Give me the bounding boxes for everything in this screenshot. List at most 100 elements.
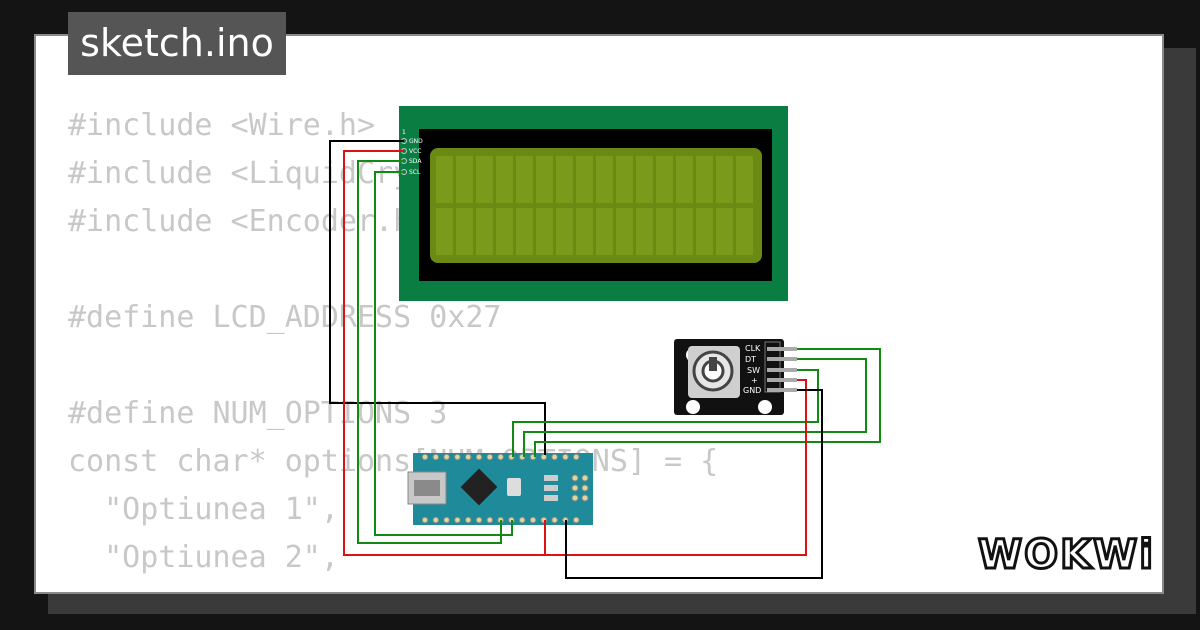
lcd-character-cell (736, 208, 753, 255)
lcd-character-cell (516, 208, 533, 255)
wire-encoder-vcc[interactable] (545, 379, 807, 556)
page-title: sketch.ino (68, 12, 286, 75)
arduino-pin[interactable] (432, 516, 440, 524)
wire-encoder-gnd[interactable] (565, 389, 823, 579)
arduino-pin[interactable] (572, 453, 580, 461)
wire-lcd-scl[interactable] (374, 171, 513, 536)
arduino-top-pins (421, 453, 580, 461)
encoder-pin-label: CLK (745, 344, 761, 353)
arduino-pin[interactable] (529, 516, 537, 524)
arduino-pin[interactable] (486, 516, 494, 524)
wire-encoder-clk[interactable] (534, 348, 881, 457)
code-line: #define NUM_OPTIONS 3 (68, 396, 448, 431)
arduino-pin[interactable] (497, 453, 504, 461)
lcd-character-cell (616, 156, 633, 203)
lcd-character-cell (436, 208, 453, 255)
wokwi-logo: WOKWi (978, 532, 1155, 578)
lcd-grid (436, 156, 753, 255)
icsp-pin (571, 494, 579, 502)
arduino-pin[interactable] (562, 453, 569, 461)
arduino-pin[interactable] (540, 453, 548, 461)
lcd-character-cell (576, 156, 593, 203)
lcd-character-cell (536, 156, 553, 203)
encoder-pin-dt[interactable] (767, 357, 797, 361)
arduino-pin[interactable] (486, 453, 494, 461)
encoder-pin-sw[interactable] (767, 368, 797, 372)
lcd-character-cell (716, 208, 733, 255)
arduino-pin[interactable] (464, 516, 472, 524)
wire-lcd-gnd[interactable] (329, 140, 546, 455)
led (544, 475, 558, 481)
lcd-character-cell (456, 156, 473, 203)
encoder-shaft-flat (709, 357, 717, 371)
wire-encoder-sw[interactable] (512, 369, 819, 457)
lcd-character-cell (556, 208, 573, 255)
lcd-character-cell (496, 156, 513, 203)
encoder-mount-hole (686, 400, 700, 414)
arduino-pin[interactable] (551, 453, 558, 461)
lcd-character-cell (636, 208, 653, 255)
encoder-pin-vcc[interactable] (767, 378, 797, 382)
arduino-pin[interactable] (421, 516, 429, 524)
lcd-pin-index: 1 (402, 129, 406, 136)
icsp-header (571, 474, 589, 502)
lcd-character-cell (496, 208, 513, 255)
lcd-character-cell (716, 156, 733, 203)
arduino-pin[interactable] (475, 453, 483, 461)
arduino-pin[interactable] (443, 453, 450, 461)
arduino-pin[interactable] (475, 516, 483, 524)
wires (329, 140, 881, 579)
lcd-character-cell (456, 208, 473, 255)
wire-lcd-vcc[interactable] (343, 150, 546, 556)
icsp-pin (571, 474, 579, 482)
lcd-character-cell (676, 208, 693, 255)
arduino-pin[interactable] (432, 453, 440, 461)
encoder-pins (767, 347, 797, 392)
lcd-character-cell (476, 156, 493, 203)
lcd-character-cell (536, 208, 553, 255)
lcd-character-cell (476, 208, 493, 255)
lcd-pin-label: SCL (409, 169, 421, 176)
arduino-nano[interactable] (407, 453, 593, 525)
led (544, 495, 558, 501)
arduino-pin[interactable] (421, 453, 429, 461)
arduino-pin[interactable] (443, 516, 450, 524)
lcd-character-cell (576, 208, 593, 255)
encoder-pin-label: DT (745, 355, 756, 364)
rotary-encoder[interactable]: CLK DT SW + GND (674, 339, 797, 415)
lcd-character-cell (636, 156, 653, 203)
arduino-pin[interactable] (551, 516, 558, 524)
lcd-character-cell (436, 156, 453, 203)
lcd-character-cell (596, 208, 613, 255)
lcd-pin-label: SDA (409, 158, 422, 165)
lcd-character-cell (556, 156, 573, 203)
code-line: "Optiunea 3" (68, 582, 718, 592)
lcd-character-cell (656, 156, 673, 203)
lcd-module[interactable]: 1 GND VCC SDA SCL (399, 106, 788, 301)
lcd-pin-label: VCC (409, 148, 421, 155)
encoder-pin-label: GND (743, 386, 761, 395)
led (544, 485, 558, 491)
encoder-pin-gnd[interactable] (767, 388, 797, 392)
lcd-character-cell (596, 156, 613, 203)
code-line: "Optiunea 1", (68, 492, 339, 527)
arduino-pin[interactable] (454, 453, 461, 461)
usb-port (414, 480, 440, 496)
wire-encoder-dt[interactable] (523, 358, 867, 457)
reset-button[interactable] (507, 478, 521, 496)
icsp-pin (581, 494, 589, 502)
encoder-pin-label: SW (747, 366, 760, 375)
arduino-bottom-pins (421, 516, 580, 524)
arduino-pin[interactable] (518, 516, 526, 524)
arduino-pin[interactable] (454, 516, 461, 524)
code-line: #define LCD_ADDRESS 0x27 (68, 300, 502, 335)
microcontroller-chip (460, 468, 498, 506)
arduino-pin[interactable] (572, 516, 580, 524)
icsp-pin (581, 474, 589, 482)
lcd-character-cell (696, 156, 713, 203)
encoder-mount-hole (758, 400, 772, 414)
lcd-character-cell (616, 208, 633, 255)
encoder-pin-clk[interactable] (767, 347, 797, 351)
arduino-pin[interactable] (464, 453, 472, 461)
